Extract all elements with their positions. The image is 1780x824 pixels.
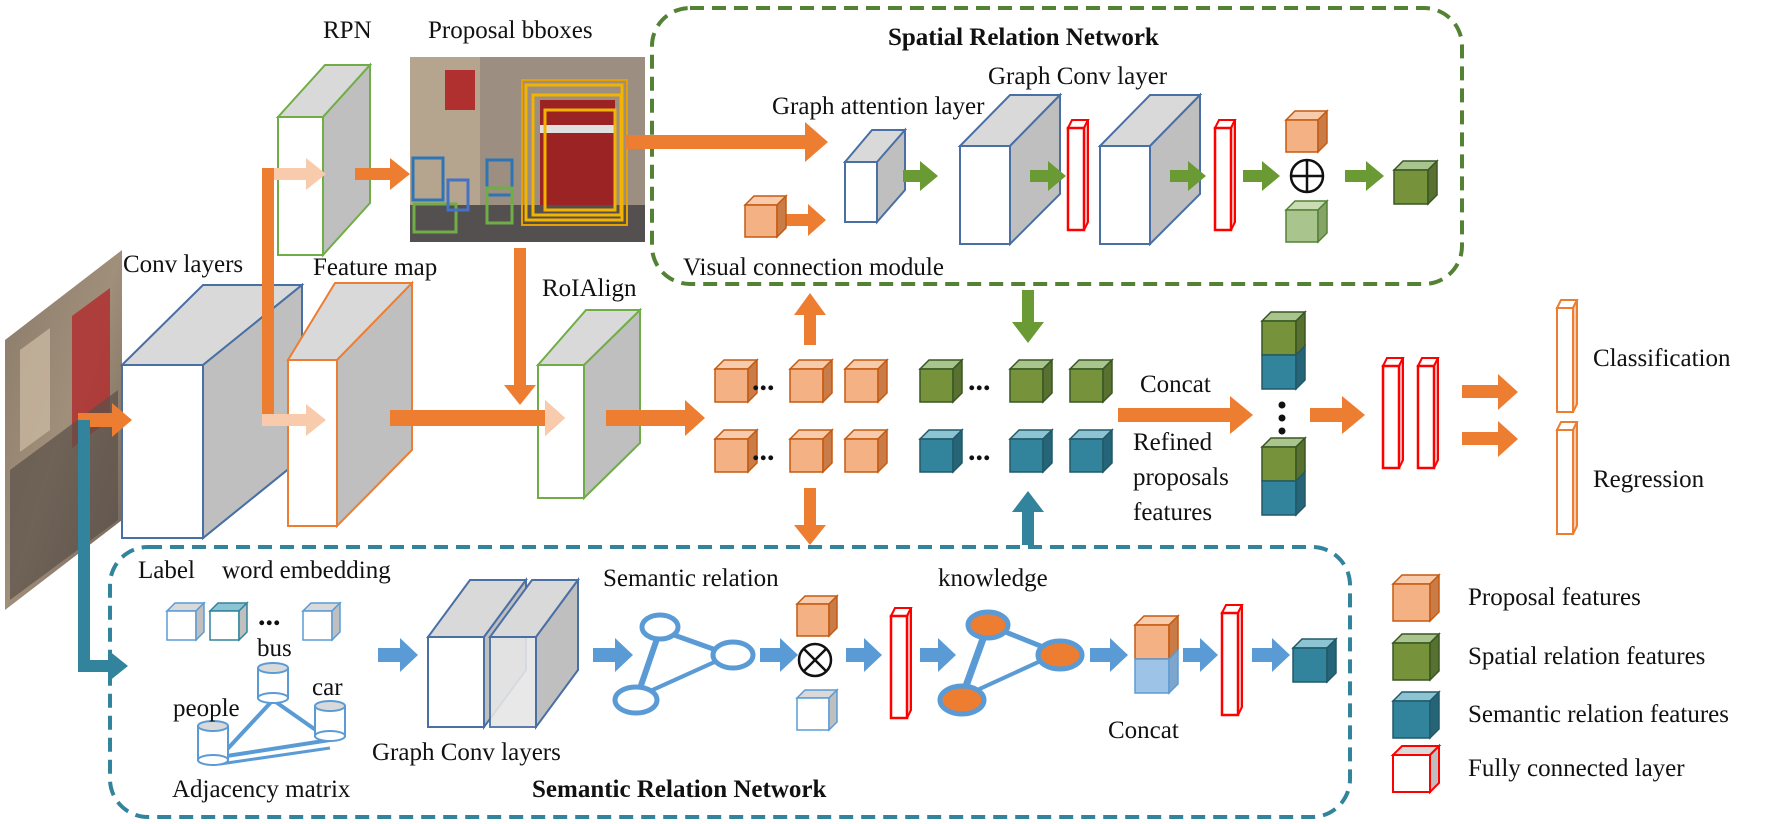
adjacency-graph xyxy=(197,662,346,766)
proposal-row1-ellipsis: ... xyxy=(752,364,775,397)
legend-proposal-swatch xyxy=(1391,573,1441,623)
regression-head xyxy=(1555,421,1579,535)
semantic-concat-cube xyxy=(1133,614,1180,695)
bus-node-icon xyxy=(257,662,289,704)
refined-label-line3: features xyxy=(1133,499,1212,526)
legend: Proposal features Spatial relation featu… xyxy=(1390,573,1729,795)
semantic-blue-cube xyxy=(795,688,839,732)
legend-fc-swatch xyxy=(1390,743,1442,795)
semantic-row-ellipsis: ... xyxy=(968,434,991,467)
add-operator-icon xyxy=(1289,158,1325,194)
car-label: car xyxy=(312,674,343,701)
graph-attention-block xyxy=(842,127,908,225)
car-node-icon xyxy=(314,700,346,742)
roialign-block xyxy=(535,307,643,501)
legend-spatial-label: Spatial relation features xyxy=(1468,643,1705,670)
refined-label-line1: Refined xyxy=(1133,429,1213,456)
refined-feature-stack xyxy=(1260,310,1307,517)
conv-layers-label: Conv layers xyxy=(123,251,243,278)
people-label: people xyxy=(173,695,240,722)
rpn-label: RPN xyxy=(323,17,372,44)
spatial-proposal-cube xyxy=(1284,109,1329,154)
semantic-proposal-cube xyxy=(795,594,839,638)
concat-bottom-label: Concat xyxy=(1108,717,1179,744)
spatial-fc-1 xyxy=(1066,119,1090,232)
graph-conv-block-2 xyxy=(1097,92,1203,247)
semantic-output-cube xyxy=(1291,637,1338,684)
semantic-relation-label: Semantic relation xyxy=(603,565,779,592)
spatial-network-contents xyxy=(743,92,1439,343)
graph-conv-block-1 xyxy=(957,92,1063,247)
semantic-relation-graph xyxy=(612,612,756,716)
spatial-row-ellipsis: ... xyxy=(968,364,991,397)
spatial-relation-network-title: Spatial Relation Network xyxy=(888,24,1159,51)
graph-conv-layers-label: Graph Conv layers xyxy=(372,739,561,766)
semantic-network-contents xyxy=(165,576,1338,766)
roialign-label: RoIAlign xyxy=(542,275,637,302)
legend-semantic-label: Semantic relation features xyxy=(1468,701,1729,728)
feature-map-label: Feature map xyxy=(313,254,437,281)
semantic-feature-cubes xyxy=(918,428,1114,474)
concat-top-label: Concat xyxy=(1140,371,1211,398)
legend-semantic-swatch xyxy=(1391,690,1441,740)
graph-attention-layer-label: Graph attention layer xyxy=(772,93,985,120)
graph-conv-layer-label: Graph Conv layer xyxy=(988,63,1168,90)
proposal-feature-cubes xyxy=(713,358,889,474)
regression-label: Regression xyxy=(1593,466,1705,493)
adjacency-matrix-label: Adjacency matrix xyxy=(172,776,351,803)
semantic-relation-network-frame xyxy=(108,545,1352,819)
final-fc-layers xyxy=(1381,357,1440,470)
spatial-output-cube xyxy=(1392,159,1439,206)
semantic-graph-conv-block-2 xyxy=(488,576,580,731)
input-image xyxy=(5,250,122,610)
semantic-fc-2 xyxy=(1220,604,1244,717)
spatial-feature-cubes xyxy=(918,358,1114,404)
knowledge-label: knowledge xyxy=(938,565,1048,592)
word-embedding-label: word embedding xyxy=(222,557,391,584)
spatial-fc-2 xyxy=(1213,119,1237,232)
semantic-relation-network-title: Semantic Relation Network xyxy=(532,776,826,803)
visual-connection-module-label: Visual connection module xyxy=(683,254,944,281)
multiply-operator-icon xyxy=(797,642,833,678)
semantic-up-arrow xyxy=(1012,491,1044,545)
legend-fc-label: Fully connected layer xyxy=(1468,755,1685,782)
classification-head xyxy=(1555,299,1579,413)
refined-label-line2: proposals xyxy=(1133,464,1229,491)
feature-map-block xyxy=(286,280,414,529)
embedding-ellipsis: ... xyxy=(258,599,281,632)
legend-proposal-label: Proposal features xyxy=(1468,584,1641,611)
spatial-light-green-cube xyxy=(1284,199,1329,244)
conv-layers-block xyxy=(119,282,305,541)
input-to-semantic-arrow xyxy=(78,420,128,682)
vcm-proposal-cube xyxy=(743,194,788,239)
main-flow-arrows xyxy=(78,122,1518,545)
bus-label: bus xyxy=(257,635,292,662)
proposal-bboxes-image xyxy=(410,57,645,242)
proposal-row2-ellipsis: ... xyxy=(752,434,775,467)
classification-label: Classification xyxy=(1593,345,1731,372)
legend-spatial-swatch xyxy=(1391,632,1441,682)
proposal-bboxes-label: Proposal bboxes xyxy=(428,17,593,44)
semantic-fc-1 xyxy=(889,607,913,720)
label-text: Label xyxy=(138,557,195,584)
people-node-icon xyxy=(197,720,229,766)
rpn-block xyxy=(275,62,373,258)
knowledge-graph xyxy=(937,609,1085,717)
